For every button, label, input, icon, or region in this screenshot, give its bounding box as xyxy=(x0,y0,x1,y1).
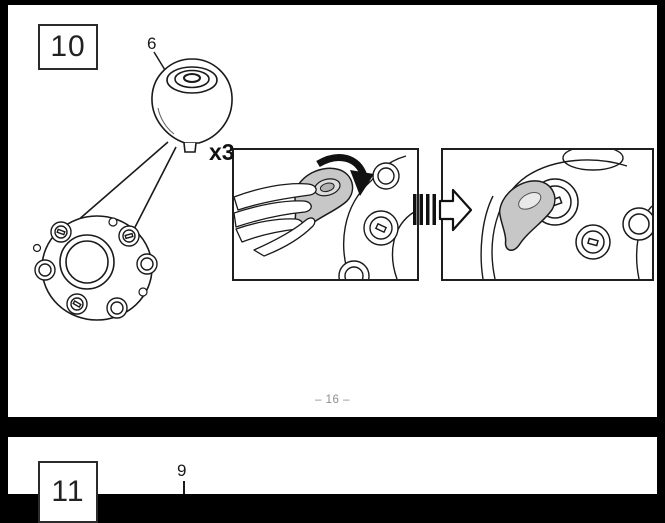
part-callout-label: 6 xyxy=(147,34,157,53)
hand-illustration xyxy=(234,182,317,257)
step-number-box: 10 xyxy=(38,24,98,70)
installed-cover-part xyxy=(498,180,556,251)
step-number-next: 11 xyxy=(51,475,85,508)
installed-result-illustration xyxy=(480,150,652,279)
transfer-arrow-icon xyxy=(413,188,473,232)
quantity-multiplier-label: x3 xyxy=(209,139,235,165)
part-callout-label-next: 9 xyxy=(177,461,187,480)
result-step-panel xyxy=(441,148,654,281)
manual-spread: { "doc": { "steps": { "current": "10", "… xyxy=(8,5,657,523)
press-rotate-arrow-icon xyxy=(316,154,374,196)
hub-assembly-illustration xyxy=(32,215,158,321)
callout-leader-line xyxy=(153,51,166,71)
install-hand-illustration xyxy=(234,154,415,279)
callout-leader-line xyxy=(183,481,185,494)
install-step-panel xyxy=(232,148,419,281)
knob-part-illustration xyxy=(151,58,233,153)
step-number: 10 xyxy=(50,30,86,63)
page-number: – 16 – xyxy=(315,394,350,406)
step-number-box-next: 11 xyxy=(38,461,98,523)
hub-sockets xyxy=(34,221,158,319)
instruction-page-bottom xyxy=(8,437,657,494)
